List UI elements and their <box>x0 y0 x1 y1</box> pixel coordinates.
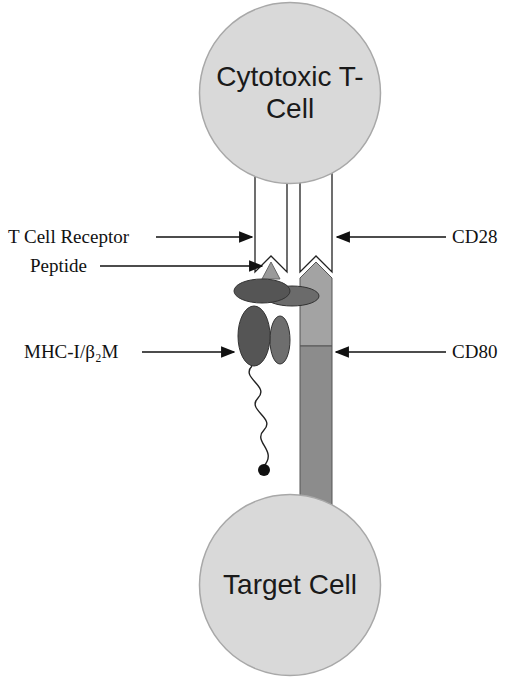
cell-circle-shape <box>200 495 381 676</box>
cell-name: Target Cell <box>202 569 378 601</box>
leader-arrow <box>142 351 234 353</box>
part-label: Peptide <box>30 255 87 277</box>
membrane-anchor <box>249 366 268 466</box>
part-label: MHC-I/β₂M <box>24 341 118 363</box>
part-label: CD28 <box>452 226 497 248</box>
cd80-lower <box>300 346 332 515</box>
leader-arrow <box>336 351 446 353</box>
leader-arrow <box>337 236 446 238</box>
part-label: T Cell Receptor <box>8 226 129 248</box>
cell-circle-shape <box>200 3 381 184</box>
cell-circle: Cytotoxic T-Cell <box>198 1 382 185</box>
b2m-domain <box>270 316 290 364</box>
leader-arrow <box>156 236 252 238</box>
peptide-triangle <box>262 262 280 279</box>
mhc-domain <box>238 306 270 366</box>
cell-name: Cytotoxic T-Cell <box>215 61 365 125</box>
mhc-domain <box>234 279 290 303</box>
leader-arrow <box>100 265 262 267</box>
cell-circle: Target Cell <box>198 493 382 677</box>
part-label: CD80 <box>452 341 497 363</box>
anchor-dot <box>258 464 270 476</box>
